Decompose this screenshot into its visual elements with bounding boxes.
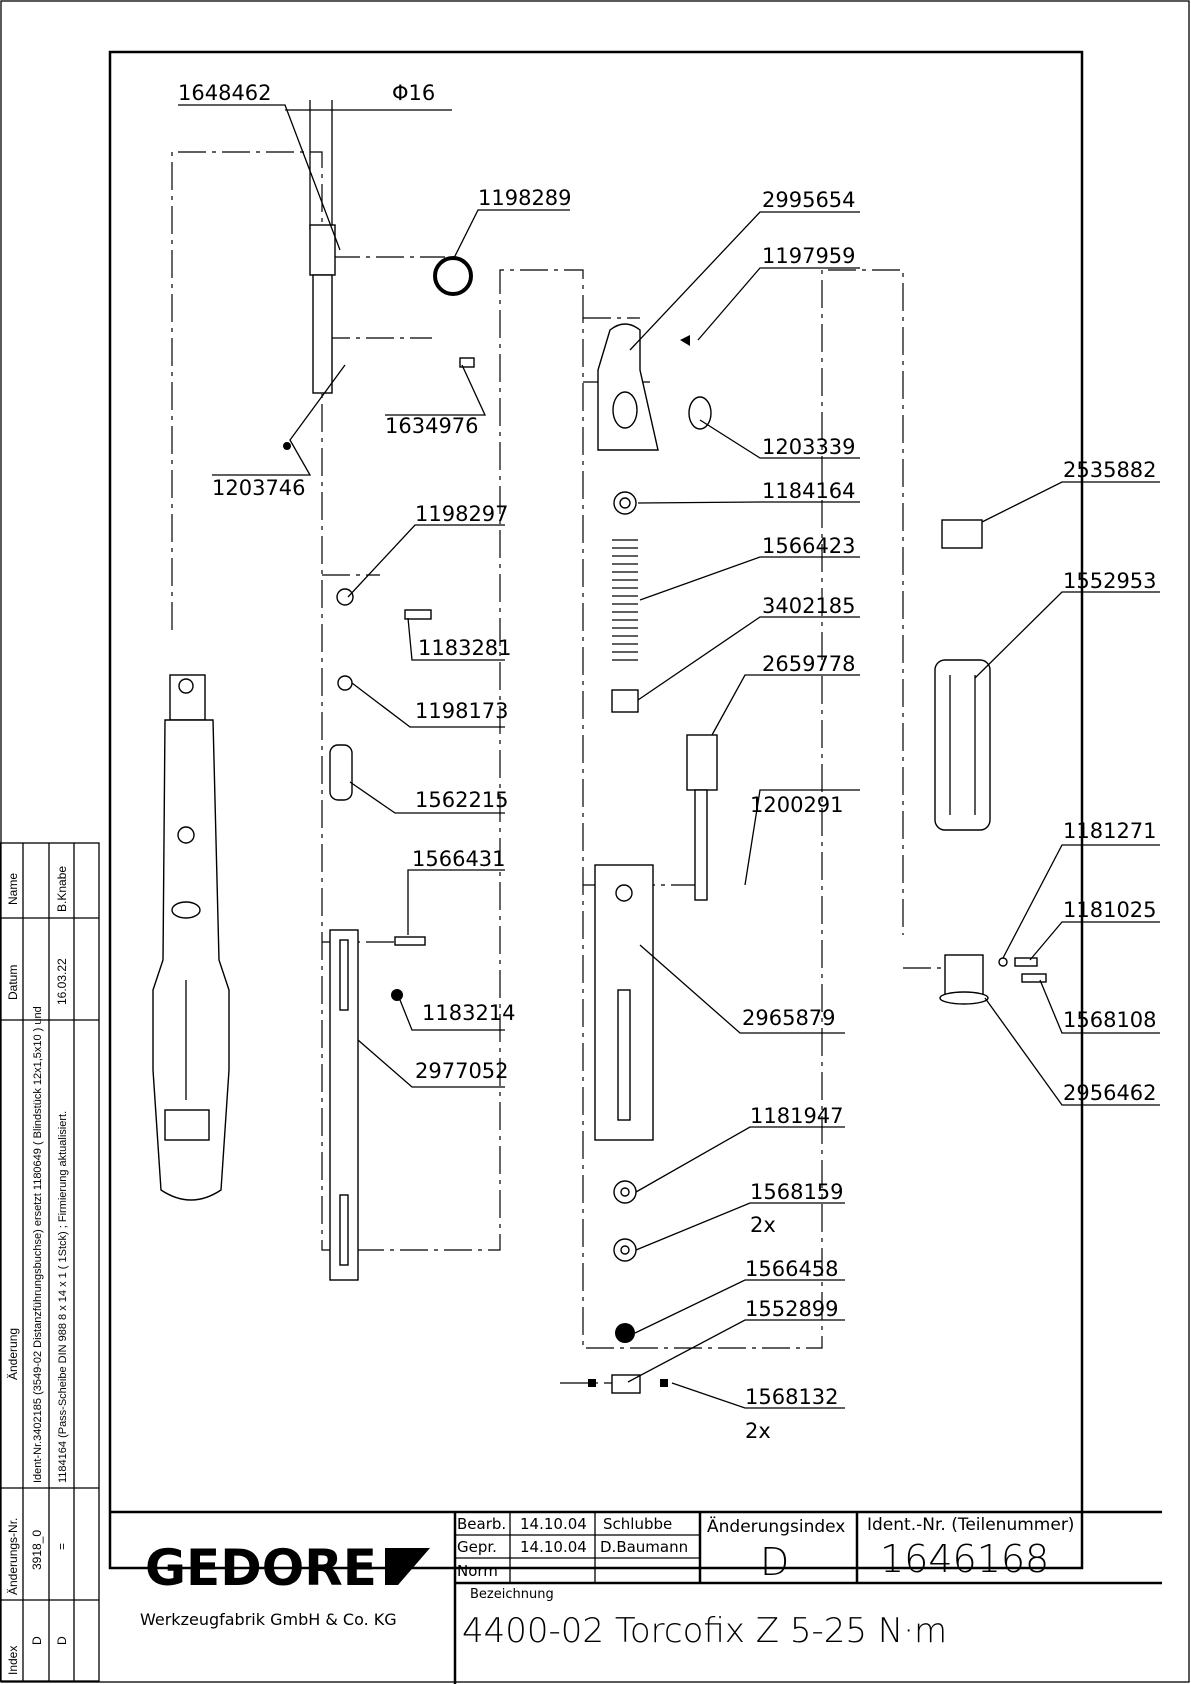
svg-text:D: D [55, 1636, 69, 1645]
svg-text:3918_0: 3918_0 [30, 1530, 44, 1570]
header-change-number: Änderungs-Nr. [6, 1518, 20, 1595]
change-index-label: Änderungsindex [707, 1516, 845, 1537]
part-label: 1198297 [415, 502, 509, 526]
part-label: 1648462 [178, 81, 272, 105]
bearb-date: 14.10.04 [520, 1515, 587, 1533]
gepr-label: Gepr. [457, 1538, 497, 1556]
part-label: 1568159 [750, 1180, 844, 1204]
svg-text:1184164 (Pass-Scheibe DIN 988: 1184164 (Pass-Scheibe DIN 988 8 x 14 x 1… [57, 1111, 69, 1483]
part-label: 1203339 [762, 435, 856, 459]
part-label: 1566423 [762, 534, 856, 558]
part-label: 1552953 [1063, 569, 1157, 593]
part-label: 2956462 [1063, 1081, 1157, 1105]
header-index: Index [6, 1646, 20, 1675]
title-block: GEDORE Werkzeugfabrik GmbH & Co. KG Bear… [110, 1510, 1162, 1684]
drawing-title: 4400-02 Torcofix Z 5-25 N·m [462, 1611, 947, 1651]
part-label: 1566458 [745, 1257, 839, 1281]
header-name: Name [6, 873, 20, 905]
svg-text:D: D [30, 1636, 44, 1645]
part-label: 1568132 [745, 1385, 839, 1409]
norm-label: Norm [457, 1562, 498, 1580]
part-graphics [152, 100, 1047, 1394]
part-label: 1181271 [1063, 819, 1157, 843]
part-label: 1181947 [750, 1104, 844, 1128]
part-label: 1200291 [750, 793, 844, 817]
part-label: 1183281 [418, 636, 512, 660]
svg-text:B.Knabe: B.Knabe [55, 866, 69, 912]
part-label: 1183214 [422, 1001, 516, 1025]
svg-text:=: = [55, 1543, 69, 1550]
ident-number: 1646168 [880, 1537, 1049, 1581]
part-label: 1181025 [1063, 898, 1157, 922]
bezeichnung-label: Bezeichnung [470, 1587, 554, 1602]
gedore-logo: GEDORE [145, 1539, 377, 1597]
part-label: 1562215 [415, 788, 509, 812]
part-label: 1203746 [212, 476, 306, 500]
drawing-frame [108, 50, 1084, 1570]
part-label: 2995654 [762, 188, 856, 212]
part-label: 1634976 [385, 414, 479, 438]
gepr-name: D.Baumann [600, 1538, 688, 1556]
part-label: 1552899 [745, 1297, 839, 1321]
header-change: Änderung [6, 1328, 20, 1380]
assembly-centerlines [171, 151, 980, 1384]
header-date: Datum [6, 965, 20, 1000]
svg-text:16.03.22: 16.03.22 [55, 958, 69, 1005]
revision-table: Index Änderungs-Nr. Änderung Datum Name … [0, 842, 100, 1682]
part-label: 1197959 [762, 244, 856, 268]
revision-row: D = 1184164 (Pass-Scheibe DIN 988 8 x 14… [55, 866, 69, 1645]
part-label: 2535882 [1063, 458, 1157, 482]
bearb-name: Schlubbe [603, 1515, 672, 1533]
quantity-label: 2x [750, 1213, 776, 1237]
change-index-value: D [760, 1540, 789, 1584]
part-label: 1566431 [412, 847, 506, 871]
part-label: 1198173 [415, 699, 509, 723]
part-label: 1568108 [1063, 1008, 1157, 1032]
bearb-label: Bearb. [457, 1515, 506, 1533]
diameter-dimension: Φ16 [392, 81, 435, 105]
leader-lines [178, 104, 1160, 1409]
company-name: Werkzeugfabrik GmbH & Co. KG [140, 1610, 397, 1629]
part-label: 3402185 [762, 594, 856, 618]
part-label: 2659778 [762, 652, 856, 676]
part-label: 1184164 [762, 479, 856, 503]
gepr-date: 14.10.04 [520, 1538, 587, 1556]
quantity-label: 2x [745, 1419, 771, 1443]
ident-label: Ident.-Nr. (Teilenummer) [867, 1515, 1074, 1535]
part-labels: 1648462 Φ16 1198289 2995654 1197959 1634… [178, 81, 1157, 1443]
part-label: 2977052 [415, 1059, 509, 1083]
part-label: 1198289 [478, 186, 572, 210]
svg-text:Ident-Nr.3402185 (3549-02 Dist: Ident-Nr.3402185 (3549-02 Distanzführung… [32, 1006, 44, 1483]
revision-row: D 3918_0 Ident-Nr.3402185 (3549-02 Dista… [30, 1006, 44, 1645]
part-label: 2965879 [742, 1006, 836, 1030]
